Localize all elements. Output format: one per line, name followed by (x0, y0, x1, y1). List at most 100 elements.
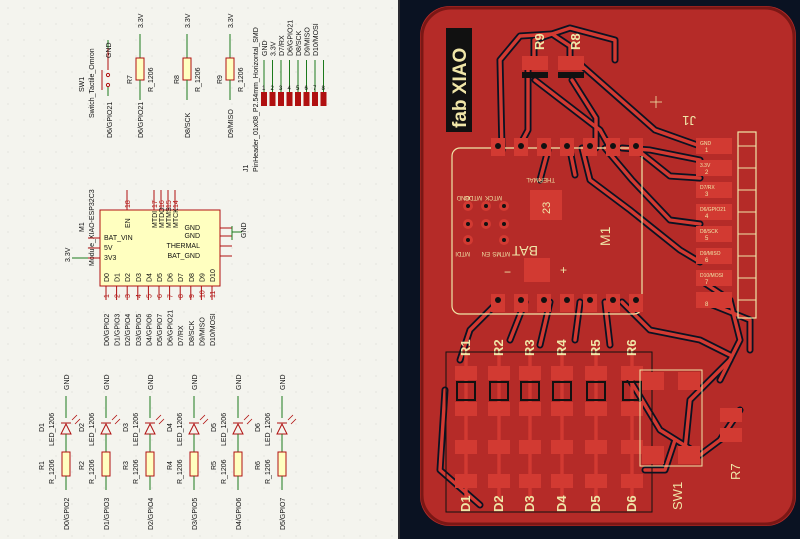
grid-dot (119, 71, 121, 73)
grid-dot (279, 311, 281, 313)
grid-dot (7, 503, 9, 505)
m1-bottom-pin-num: 4 (136, 294, 143, 298)
led-gnd-label: GND (64, 374, 71, 390)
grid-dot (215, 7, 217, 9)
grid-dot (151, 183, 153, 185)
grid-dot (87, 391, 89, 393)
grid-dot (7, 519, 9, 521)
m1-gnd-net: GND (241, 222, 248, 238)
pane-divider[interactable] (398, 0, 400, 539)
grid-dot (23, 535, 25, 537)
grid-dot (103, 391, 105, 393)
grid-dot (135, 23, 137, 25)
grid-dot (359, 71, 361, 73)
grid-dot (295, 503, 297, 505)
grid-dot (87, 375, 89, 377)
grid-dot (279, 375, 281, 377)
grid-dot (55, 311, 57, 313)
grid-dot (71, 119, 73, 121)
grid-dot (71, 55, 73, 57)
grid-dot (87, 311, 89, 313)
grid-dot (55, 423, 57, 425)
grid-dot (151, 407, 153, 409)
grid-dot (167, 55, 169, 57)
grid-dot (23, 391, 25, 393)
grid-dot (295, 279, 297, 281)
led-emission-arrows (155, 414, 165, 425)
grid-dot (263, 39, 265, 41)
grid-dot (343, 135, 345, 137)
grid-dot (135, 391, 137, 393)
grid-dot (343, 471, 345, 473)
grid-dot (263, 391, 265, 393)
j1-pin-body (295, 92, 301, 106)
grid-dot (199, 151, 201, 153)
grid-dot (263, 279, 265, 281)
grid-dot (71, 375, 73, 377)
grid-dot (7, 71, 9, 73)
grid-dot (183, 439, 185, 441)
grid-dot (311, 247, 313, 249)
grid-dot (7, 487, 9, 489)
grid-dot (135, 311, 137, 313)
led-resistor-value: R_1206 (265, 459, 272, 484)
grid-dot (103, 439, 105, 441)
grid-dot (247, 375, 249, 377)
grid-dot (119, 343, 121, 345)
grid-dot (199, 359, 201, 361)
grid-dot (391, 231, 393, 233)
grid-dot (327, 439, 329, 441)
m1-top-pin-label: MTCK (173, 208, 180, 228)
grid-dot (311, 119, 313, 121)
grid-dot (39, 151, 41, 153)
grid-dot (263, 519, 265, 521)
led-value: LED_1206 (221, 413, 228, 446)
grid-dot (167, 535, 169, 537)
grid-dot (295, 215, 297, 217)
r7-ref: R7 (728, 463, 743, 480)
m1-bottom-pin-num: 2 (115, 294, 122, 298)
grid-dot (183, 295, 185, 297)
grid-dot (103, 87, 105, 89)
res-pad-bottom (585, 402, 607, 416)
resistor-body (225, 57, 235, 81)
grid-dot (71, 87, 73, 89)
m1-right-label: THERMAL (167, 243, 201, 250)
grid-dot (343, 71, 345, 73)
grid-dot (199, 199, 201, 201)
grid-dot (343, 215, 345, 217)
grid-dot (359, 455, 361, 457)
grid-dot (103, 183, 105, 185)
m1-bottom-label: D8 (189, 273, 196, 282)
grid-dot (183, 519, 185, 521)
module-pad-hole (564, 297, 570, 303)
grid-dot (199, 407, 201, 409)
grid-dot (7, 135, 9, 137)
grid-dot (167, 327, 169, 329)
grid-dot (215, 471, 217, 473)
grid-dot (55, 455, 57, 457)
grid-dot (103, 71, 105, 73)
grid-dot (279, 199, 281, 201)
grid-dot (375, 151, 377, 153)
grid-dot (39, 503, 41, 505)
grid-dot (215, 423, 217, 425)
grid-dot (135, 39, 137, 41)
m1-right-label: GND (184, 233, 200, 240)
grid-dot (71, 183, 73, 185)
grid-dot (7, 327, 9, 329)
jtag-pad-hole (484, 222, 488, 226)
grid-dot (247, 487, 249, 489)
m1-bottom-net-label: D1/GPIO3 (115, 314, 122, 346)
grid-dot (103, 135, 105, 137)
grid-dot (151, 375, 153, 377)
pcb-res-ref: R3 (522, 339, 537, 356)
jtag-label: EN (482, 250, 490, 256)
grid-dot (23, 119, 25, 121)
